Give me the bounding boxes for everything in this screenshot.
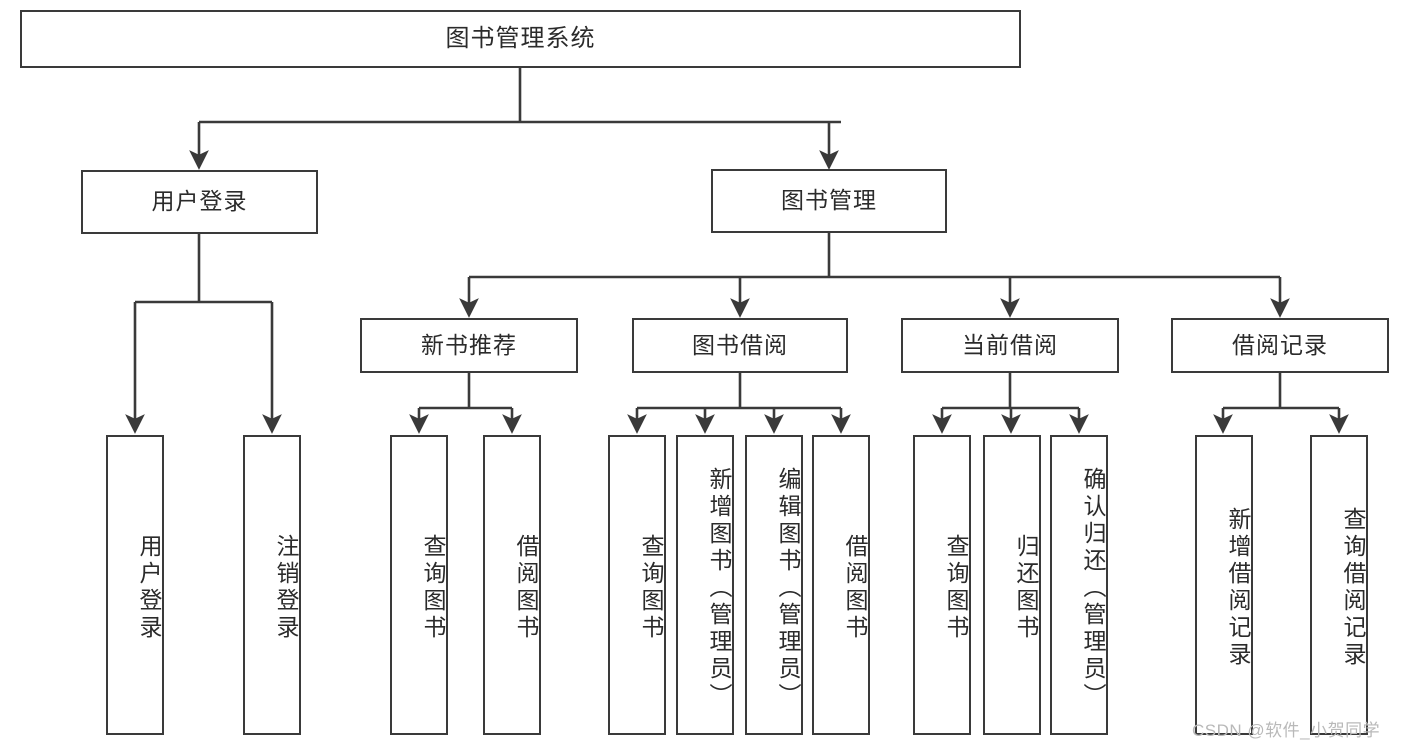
node-book-manage[interactable]: 图书管理 [711, 169, 947, 233]
leaf-user-login-label: 用户登录 [136, 534, 162, 642]
node-root-label: 图书管理系统 [445, 24, 596, 52]
leaf-query-record[interactable]: 查询借阅记录 [1310, 435, 1368, 735]
leaf-add-book[interactable]: 新增图书（管理员） [676, 435, 734, 735]
leaf-query-book-3-label: 查询图书 [943, 534, 969, 642]
leaf-add-record-label: 新增借阅记录 [1225, 507, 1251, 669]
node-new-book-recommend[interactable]: 新书推荐 [360, 318, 578, 373]
node-current-borrow[interactable]: 当前借阅 [901, 318, 1119, 373]
leaf-query-book-1-label: 查询图书 [420, 534, 446, 642]
leaf-query-book-2-label: 查询图书 [638, 534, 664, 642]
leaf-user-login[interactable]: 用户登录 [106, 435, 164, 735]
leaf-add-record[interactable]: 新增借阅记录 [1195, 435, 1253, 735]
node-book-borrow-label: 图书借阅 [692, 331, 788, 358]
node-current-borrow-label: 当前借阅 [962, 331, 1058, 358]
node-user-login[interactable]: 用户登录 [81, 170, 318, 234]
leaf-borrow-book-2[interactable]: 借阅图书 [812, 435, 870, 735]
node-book-borrow[interactable]: 图书借阅 [632, 318, 848, 373]
leaf-query-book-1[interactable]: 查询图书 [390, 435, 448, 735]
leaf-logout-login-label: 注销登录 [273, 534, 299, 642]
node-borrow-record[interactable]: 借阅记录 [1171, 318, 1389, 373]
leaf-edit-book[interactable]: 编辑图书（管理员） [745, 435, 803, 735]
leaf-return-book[interactable]: 归还图书 [983, 435, 1041, 735]
leaf-borrow-book-1[interactable]: 借阅图书 [483, 435, 541, 735]
node-borrow-record-label: 借阅记录 [1232, 331, 1328, 358]
leaf-borrow-book-2-label: 借阅图书 [842, 534, 868, 642]
leaf-query-book-2[interactable]: 查询图书 [608, 435, 666, 735]
leaf-edit-book-label: 编辑图书（管理员） [775, 466, 801, 710]
leaf-borrow-book-1-label: 借阅图书 [513, 534, 539, 642]
leaf-add-book-label: 新增图书（管理员） [706, 466, 732, 710]
node-new-book-recommend-label: 新书推荐 [421, 331, 517, 358]
leaf-confirm-return-label: 确认归还（管理员） [1080, 466, 1106, 710]
leaf-logout-login[interactable]: 注销登录 [243, 435, 301, 735]
leaf-return-book-label: 归还图书 [1013, 534, 1039, 642]
node-user-login-label: 用户登录 [151, 188, 248, 215]
leaf-query-record-label: 查询借阅记录 [1340, 507, 1366, 669]
leaf-confirm-return[interactable]: 确认归还（管理员） [1050, 435, 1108, 735]
leaf-query-book-3[interactable]: 查询图书 [913, 435, 971, 735]
csdn-watermark: CSDN @软件_小贺同学 [1192, 721, 1381, 740]
node-book-manage-label: 图书管理 [781, 187, 877, 214]
node-root[interactable]: 图书管理系统 [20, 10, 1021, 68]
